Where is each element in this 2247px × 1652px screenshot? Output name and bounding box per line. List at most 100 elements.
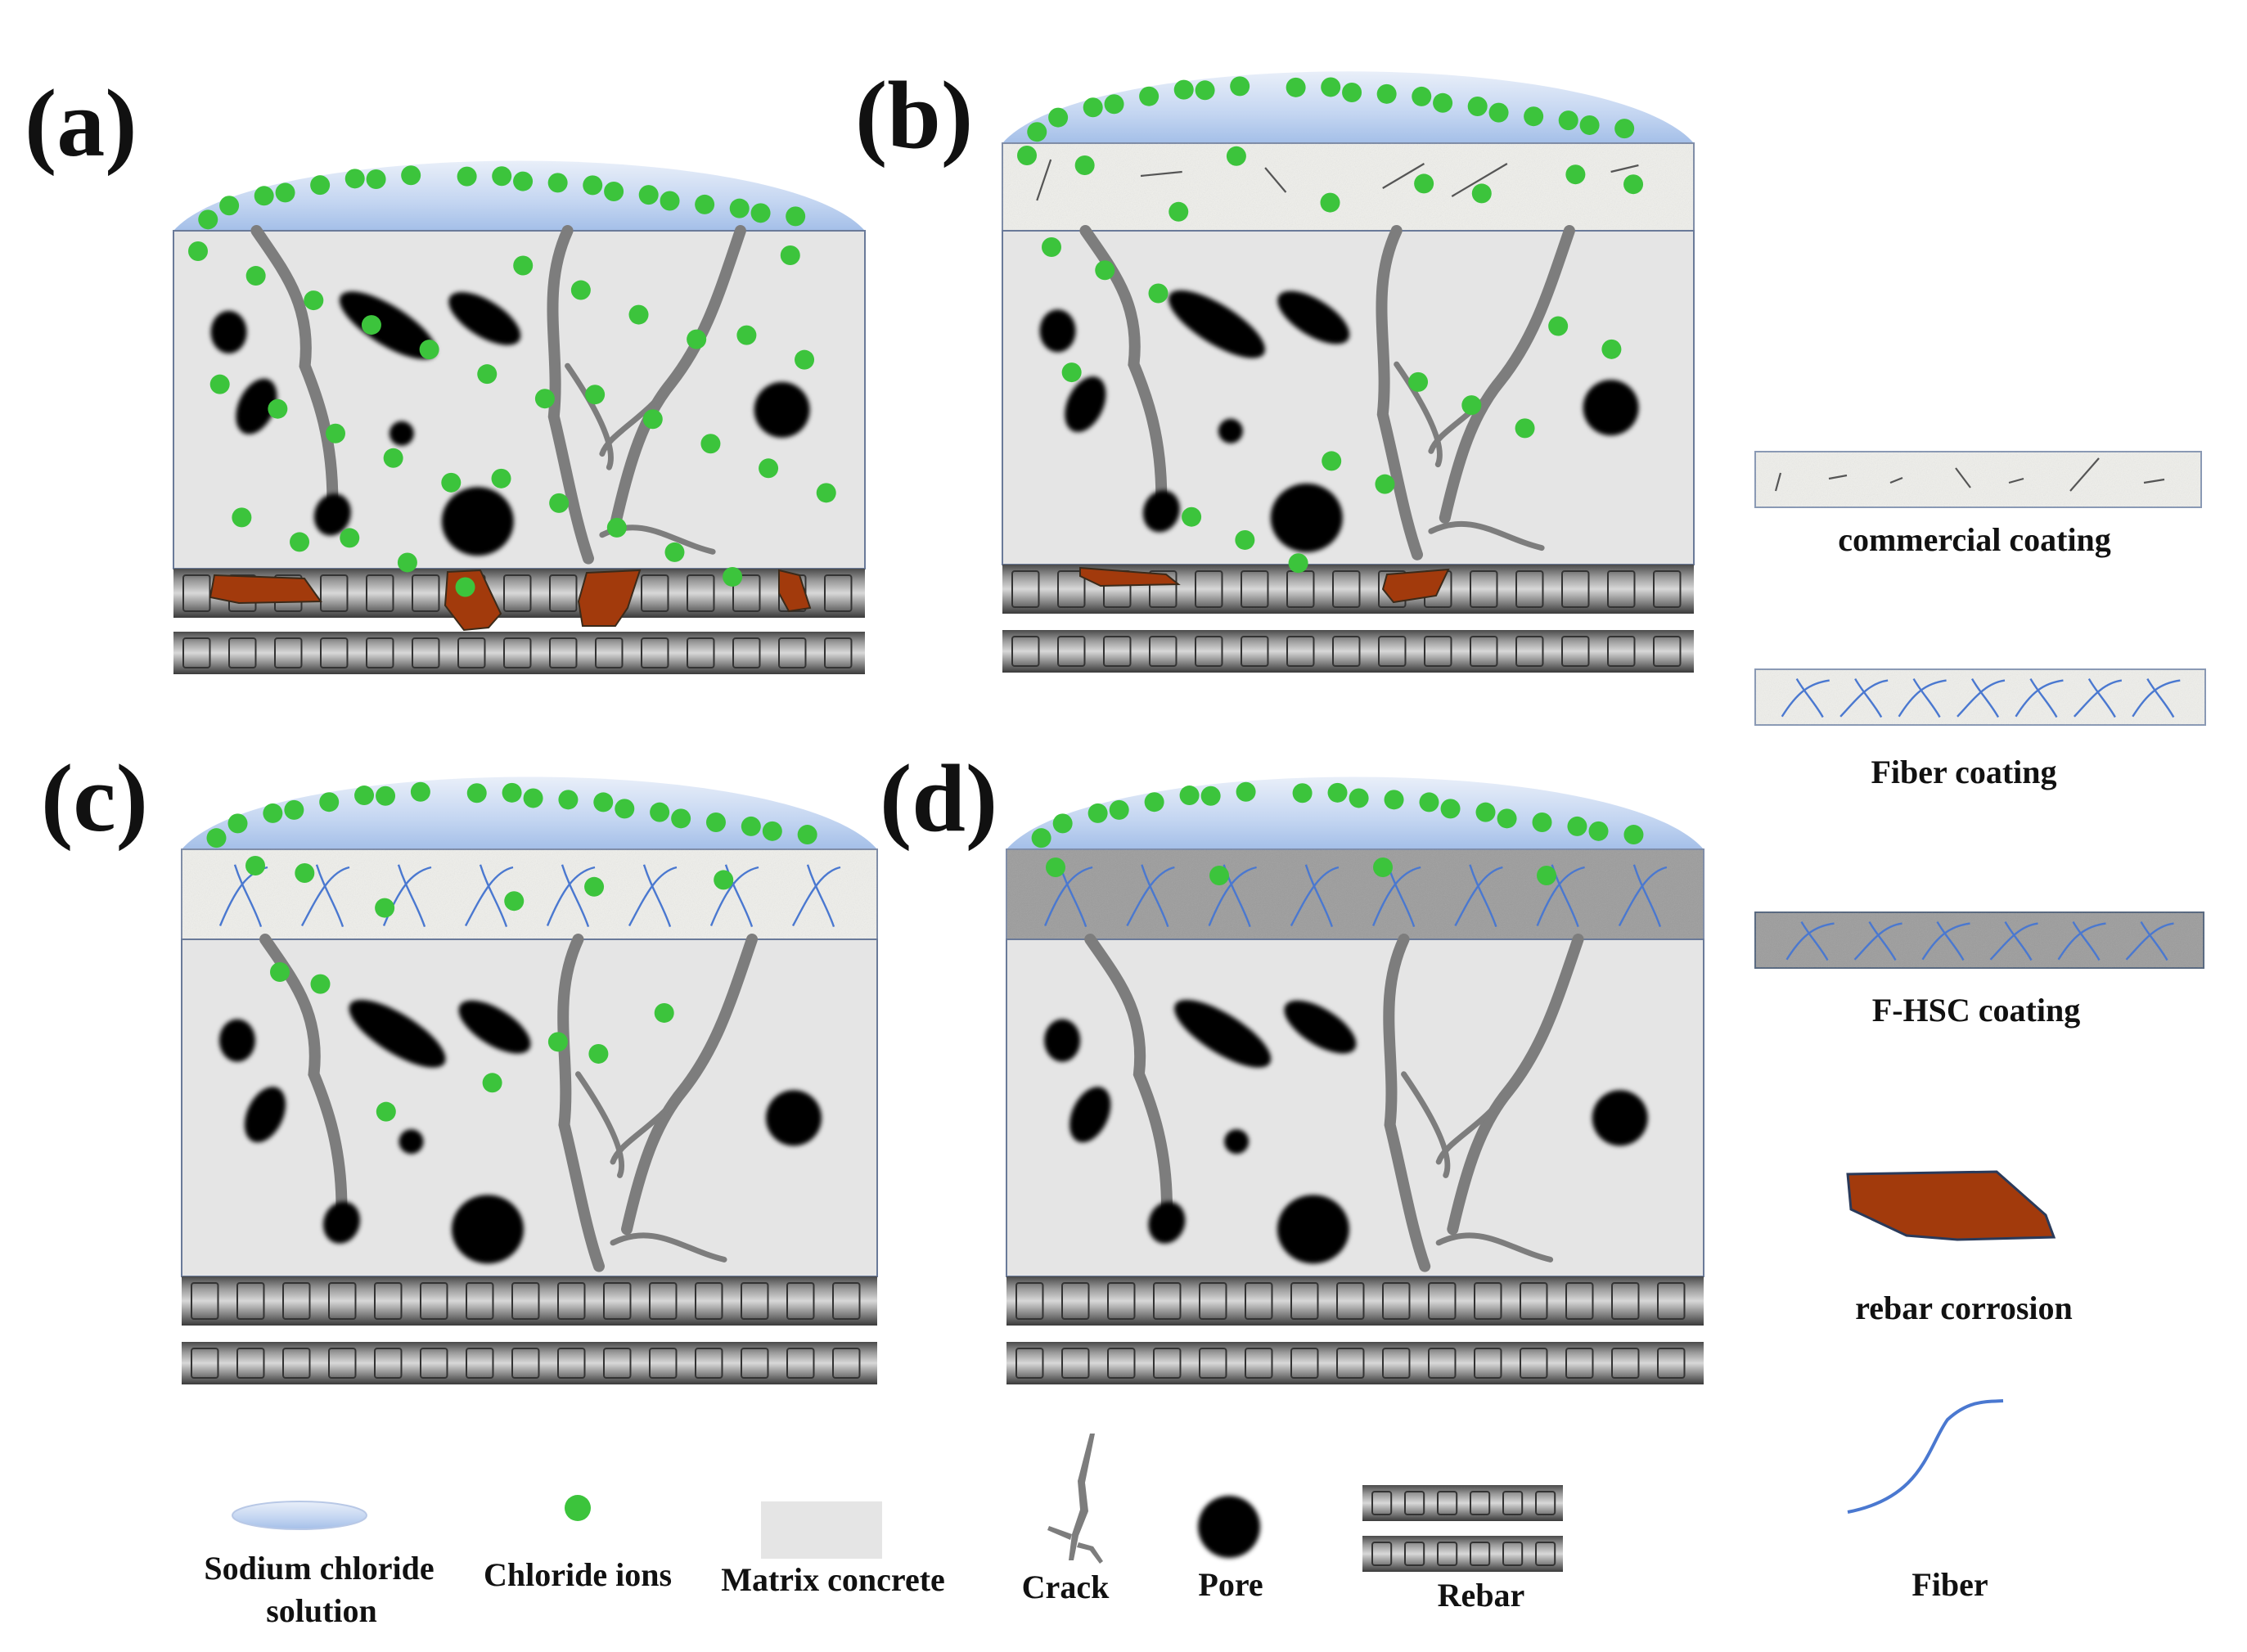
crack [1084,934,1173,1215]
crack-branch [1428,378,1503,454]
legend-fiber-coating-label: Fiber coating [1871,754,2056,790]
pore [349,999,446,1068]
chloride-ion [290,532,310,552]
chloride-ion [1408,371,1429,392]
chloride-ion [1169,201,1189,222]
chloride-ion [1376,83,1397,104]
crack-group [259,934,758,1272]
chloride-ion [310,974,331,994]
chloride-ion [1179,785,1200,806]
chloride-ion [1286,77,1306,97]
chloride-ion [547,1032,568,1052]
chloride-ion [1235,529,1255,550]
chloride-ion [1195,80,1215,101]
chloride-ion [383,448,403,468]
chloride-ion [723,566,743,587]
crack-branch [610,1087,686,1165]
legend-fhsc-coating [1754,912,2204,969]
legend-fiber-coating [1754,668,2206,726]
chloride-ion [1461,395,1482,416]
chloride-ion [232,507,252,528]
pore [1174,999,1272,1068]
crack [250,225,339,507]
crack-branch [1401,1071,1451,1178]
chloride-ion [786,206,806,227]
legend-pore-swatch [1198,1496,1260,1558]
chloride-ion [1321,77,1341,97]
chloride-ion [547,173,568,193]
panel-b [1002,71,1695,673]
crack [1376,225,1423,560]
chloride-ion [1322,451,1342,471]
chloride-ion [1475,802,1496,822]
chloride-ion [457,166,477,187]
chloride-ions [206,781,817,1122]
pore [1583,380,1639,436]
chloride-ion [1623,174,1644,195]
crack [547,225,594,565]
legend-crack-label: Crack [1022,1569,1110,1605]
chloride-ion [741,816,761,836]
chloride-ion [736,325,757,345]
crack [557,934,605,1272]
chloride-ion [1042,237,1061,257]
legend-fhsc-coating-label: F-HSC coating [1872,992,2080,1029]
chloride-ion [695,194,715,214]
chloride-ion [419,340,439,360]
legend-crack-swatch [1047,1434,1103,1564]
chloride-ion [660,191,680,211]
chloride-ion [664,542,685,562]
chloride-ion [1087,803,1108,823]
pore [313,493,351,536]
chloride-ion [502,782,522,803]
chloride-ion [762,821,782,841]
chloride-ion [585,385,606,405]
chloride-ion [1292,783,1313,803]
chloride-ion [638,185,659,205]
chloride-ion [1226,146,1246,166]
chloride-ion [466,783,487,803]
chloride-ion [558,790,579,810]
chloride-ion [206,828,227,849]
chloride-ion [1327,782,1348,803]
chloride-ion [1017,146,1037,165]
chloride-ion [1532,812,1552,832]
chloride-ion [1565,164,1586,185]
rebar-ribs [1011,570,1682,667]
legend-chloride-swatch [565,1495,591,1521]
chloride-ion [650,802,670,822]
pore [1039,309,1076,353]
pore [441,487,514,556]
chloride-ion [188,241,208,261]
chloride-ion [570,280,591,300]
chloride-ion [1558,110,1578,131]
chloride-ion [714,870,734,890]
crack-group [1084,934,1584,1272]
legend-rebar-label: Rebar [1438,1577,1525,1614]
chloride-ion [441,472,462,493]
chloride-ion [1074,155,1095,175]
pore [448,291,521,345]
chloride-ion [606,517,627,538]
chloride-ion [366,169,386,189]
chloride-ion [1614,119,1635,139]
panel-label-a: (a) [25,70,137,177]
chloride-ion [354,785,375,806]
chloride-ion [410,781,430,802]
chloride-ion [687,329,707,349]
chloride-ion [534,389,555,409]
pore [219,1019,255,1062]
crack [259,934,348,1215]
crack-branch [1394,361,1443,468]
chloride-ion [198,209,218,230]
rebar [173,569,865,674]
legend-pore-label: Pore [1198,1566,1263,1603]
pore [1065,376,1106,433]
chloride-ion [492,166,512,187]
chloride-ion [376,785,396,806]
chloride-ion [1412,86,1432,106]
chloride-ion [1349,788,1369,808]
chloride-ion [268,398,288,419]
chloride-ion [401,165,421,186]
chloride-ion [795,349,815,370]
